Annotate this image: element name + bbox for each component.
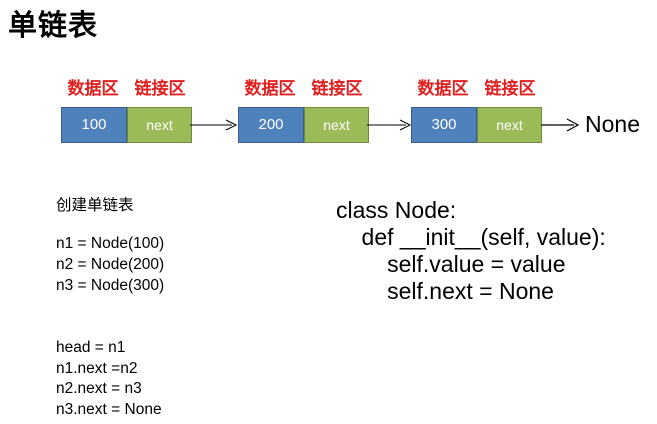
create-code-line-3: n3 = Node(300): [56, 277, 165, 294]
link-region-label: 链接区: [311, 79, 363, 98]
link-code-line-2: n1.next =n2: [56, 360, 138, 377]
pointer-arrow-3: [541, 118, 580, 132]
link-code-line-1: head = n1: [56, 339, 126, 356]
create-heading: 创建单链表: [56, 197, 134, 214]
link-region-label: 链接区: [134, 79, 186, 98]
node-data-box: 100: [61, 107, 127, 143]
node-next-box: next: [477, 107, 542, 143]
create-code-line-1: n1 = Node(100): [56, 235, 165, 252]
node-data-box: 300: [411, 107, 477, 143]
class-code-line-3: self.value = value: [336, 251, 566, 277]
link-code-line-3: n2.next = n3: [56, 380, 142, 397]
link-region-label: 链接区: [484, 79, 536, 98]
terminal-none-label: None: [585, 111, 640, 137]
class-code-line-1: class Node:: [336, 197, 457, 223]
create-code-line-2: n2 = Node(200): [56, 256, 165, 273]
class-code-line-4: self.next = None: [336, 278, 554, 304]
class-code-line-2: def __init__(self, value):: [336, 224, 606, 250]
data-region-label: 数据区: [417, 79, 469, 98]
node-next-box: next: [127, 107, 192, 143]
link-code-line-4: n3.next = None: [56, 401, 162, 418]
data-region-label: 数据区: [67, 79, 119, 98]
data-region-label: 数据区: [244, 79, 296, 98]
node-next-box: next: [304, 107, 369, 143]
node-data-box: 200: [238, 107, 304, 143]
pointer-arrow-2: [367, 119, 412, 131]
pointer-arrow-1: [190, 119, 238, 131]
page-title: 单链表: [8, 10, 99, 42]
